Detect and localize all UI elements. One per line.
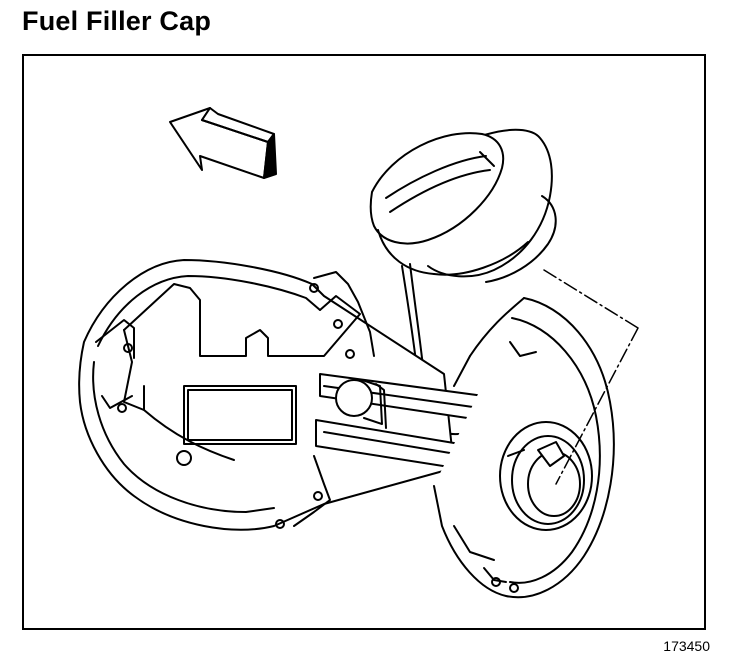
fuel-cap [369,128,557,283]
alignment-leader-lines [543,269,639,485]
figure-number: 173450 [663,638,710,654]
fuel-door [78,259,455,531]
diagram-frame [22,54,706,630]
filler-pocket [433,297,615,599]
fuel-filler-cap-illustration [78,107,639,599]
direction-arrow-icon [169,107,277,179]
page-title: Fuel Filler Cap [22,6,212,36]
